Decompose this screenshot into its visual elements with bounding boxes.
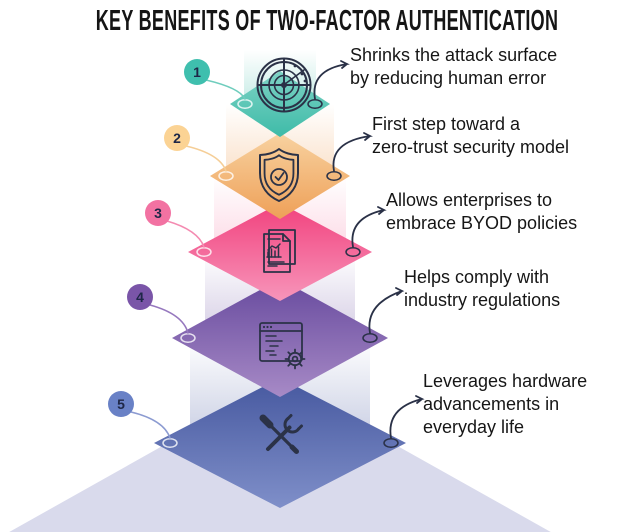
caption-line: embrace BYOD policies (386, 213, 578, 233)
caption-line: First step toward a (372, 114, 521, 134)
diamond-4 (172, 279, 388, 397)
report-chart-icon (263, 229, 296, 273)
text-connector-2 (332, 132, 373, 172)
text-connector-4 (368, 287, 405, 334)
step-badge-3: 3 (145, 200, 171, 226)
shield-check-icon (259, 148, 299, 202)
diamond-3 (188, 203, 372, 301)
radar-target-icon (256, 57, 312, 113)
text-connector-3 (351, 206, 387, 248)
badge-connector-5 (130, 411, 171, 439)
step-badge-5: 5 (108, 391, 134, 417)
step-badge-1: 1 (184, 59, 210, 85)
badge-connector-2 (185, 145, 227, 172)
caption-line: by reducing human error (350, 68, 547, 88)
diamond-1 (230, 71, 330, 137)
benefit-text-3: Allows enterprises to embrace BYOD polic… (386, 189, 577, 235)
caption-line: Helps comply with (404, 267, 550, 287)
tools-icon (259, 414, 303, 454)
badge-connector-3 (166, 220, 205, 248)
caption-line: everyday life (423, 417, 525, 437)
benefit-text-5: Leverages hardware advancements in every… (423, 370, 587, 439)
text-connectors (313, 60, 425, 439)
caption-line: Shrinks the attack surface (350, 45, 558, 65)
diamond-2 (210, 133, 350, 219)
badge-connectors (130, 79, 246, 439)
caption-line: zero-trust security model (372, 137, 570, 157)
caption-line: Allows enterprises to (386, 190, 553, 210)
diamond-5 (154, 378, 406, 508)
caption-line: Leverages hardware (423, 371, 588, 391)
caption-line: advancements in (423, 394, 560, 414)
corner-marker-left-1 (237, 99, 253, 109)
code-window-gear-icon (259, 322, 306, 370)
badge-connector-1 (205, 79, 246, 100)
text-connector-1 (313, 60, 350, 100)
benefit-text-2: First step toward a zero-trust security … (372, 113, 569, 159)
corner-markers (162, 99, 399, 448)
step-badge-2: 2 (164, 125, 190, 151)
caption-line: industry regulations (404, 290, 561, 310)
text-connector-5 (389, 395, 425, 439)
page-title: KEY BENEFITS OF TWO-FACTOR AUTHENTICATIO… (95, 5, 559, 37)
benefit-text-4: Helps comply with industry regulations (404, 266, 560, 312)
step-badge-4: 4 (127, 284, 153, 310)
corner-marker-left-3 (196, 247, 212, 257)
benefit-text-1: Shrinks the attack surface by reducing h… (350, 44, 557, 90)
badge-connector-4 (149, 304, 189, 334)
icons (256, 57, 312, 454)
